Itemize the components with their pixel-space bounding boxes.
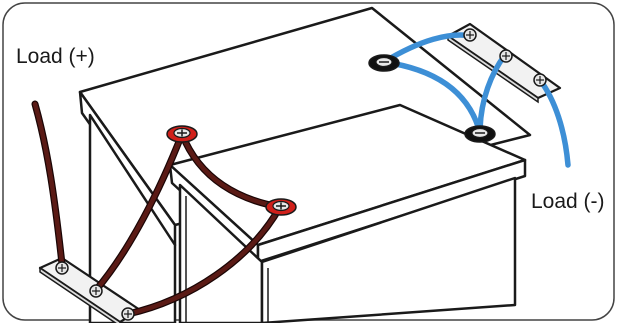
load-positive-label: Load (+) (16, 45, 95, 68)
screw-icon (55, 261, 69, 275)
plus-terminal-icon (166, 125, 198, 143)
minus-terminal-icon (368, 54, 400, 72)
battery-front-lid-right-edge (256, 158, 527, 264)
minus-terminal-icon (464, 125, 496, 143)
cable-front-pos-to-bus (125, 204, 283, 317)
battery-front-right-face (260, 176, 517, 323)
battery-front (168, 103, 527, 323)
busbar-positive-edge (39, 266, 121, 323)
screw-icon (121, 307, 135, 321)
cable-load-positive (32, 101, 65, 267)
screw-icon (89, 284, 103, 298)
screw-icon (499, 49, 513, 63)
load-negative-label: Load (-) (531, 190, 605, 213)
cable-back-pos-to-bus (93, 131, 185, 293)
plus-terminal-icon (265, 198, 297, 216)
cable-back-neg-to-front-neg (381, 59, 483, 136)
cable-load-negative (537, 77, 571, 168)
screw-icon (463, 28, 477, 42)
screw-icon (533, 73, 547, 87)
